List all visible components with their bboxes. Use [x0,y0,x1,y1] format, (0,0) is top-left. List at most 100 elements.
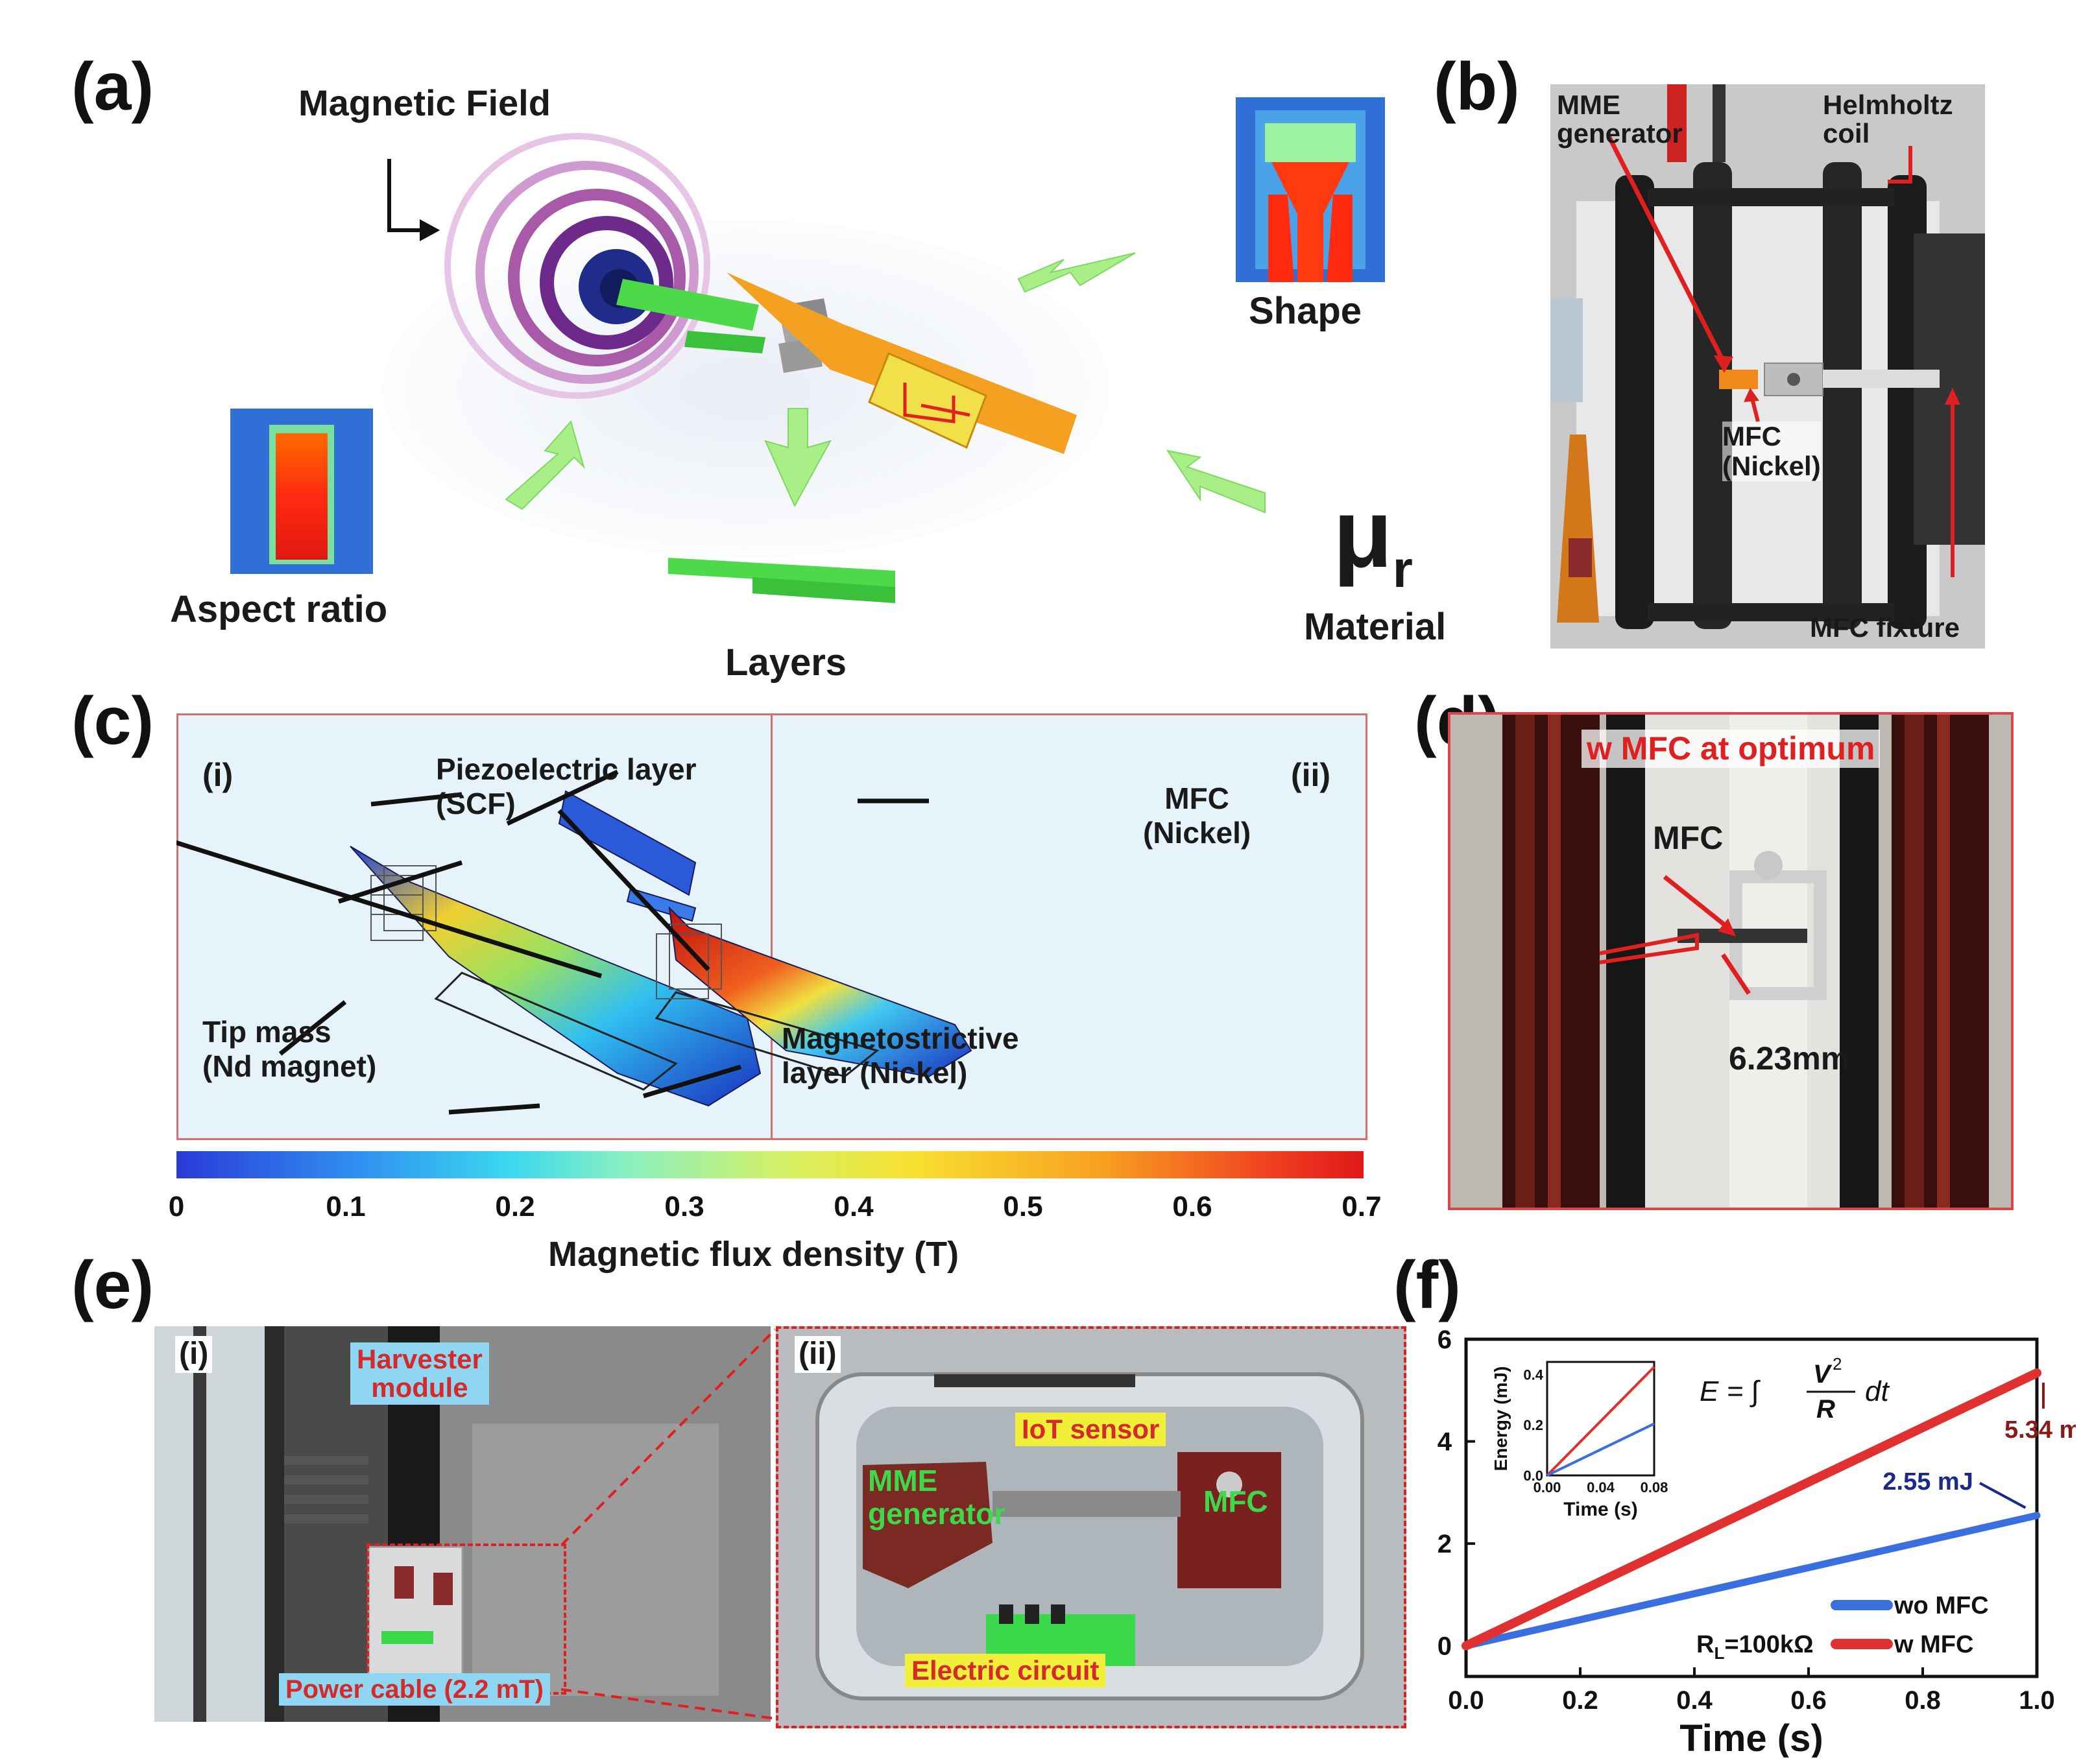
harvester-module-label: Harvester module [350,1342,489,1405]
inset-y-axis-label: Energy (mJ) [1491,1366,1511,1472]
load-resistance-label: RL=100kΩ [1696,1631,1814,1663]
green-mfc-arm [684,331,765,353]
piezo-outline-ii [655,991,880,1078]
colorbar-ticks: 0 0.1 0.2 0.3 0.4 0.5 0.6 0.7 [169,1191,1382,1222]
panel-d-photo [1448,712,2014,1210]
x-tick-label: 0.4 [1676,1686,1713,1715]
y-tick-label: 0 [1437,1632,1452,1661]
aspect-ratio-heatmap [230,409,373,574]
equation-numerator: V [1813,1360,1833,1389]
y-tick-label: 2 [1437,1530,1452,1558]
colorbar-tick: 0.7 [1341,1191,1381,1222]
colorbar [176,1151,1364,1178]
electric-circuit-label: Electric circuit [905,1654,1106,1688]
inset-y-tick-label: 0.2 [1523,1417,1543,1433]
colorbar-tick: 0 [169,1191,184,1222]
mfc-label-d: MFC [1653,820,1724,856]
panel-c-simulation [176,769,972,1115]
annotation-wo-mfc-arrow [1979,1482,2027,1509]
aspect-ratio-label: Aspect ratio [170,588,388,630]
series-line-wo-mfc [1462,1512,2041,1650]
inset-x-tick-label: 0.08 [1641,1479,1668,1496]
panel-d-title: w MFC at optimum [1582,730,1881,768]
arrow-from-shape [1017,252,1136,293]
x-axis-label: Time (s) [1679,1717,1823,1758]
material-label: Material [1304,606,1447,648]
colorbar-tick: 0.5 [1003,1191,1042,1222]
helmholtz-setup-drawing [1550,84,1985,649]
arrow-from-aspect [505,420,586,510]
colorbar-tick: 0.6 [1172,1191,1212,1222]
tip-mass-wire-i [370,865,437,941]
arrow-from-material [1166,449,1266,514]
distance-label: 6.23mm [1729,1040,1850,1077]
arrow-from-layers [764,408,832,508]
panel-e-sub-i: (i) [175,1336,213,1373]
colorbar-tick: 0.4 [834,1191,874,1222]
zoom-lines [561,1328,776,1720]
annotation-wo-mfc: 2.55 mJ [1883,1468,1973,1496]
panel-label-e: (e) [71,1248,154,1323]
colorbar-tick: 0.3 [664,1191,704,1222]
magnetic-field-label: Magnetic Field [298,82,551,123]
x-tick-label: 0.8 [1905,1686,1941,1715]
y-tick-label: 4 [1437,1428,1452,1457]
colorbar-tick: 0.2 [495,1191,535,1222]
panel-a-illustration [230,97,1385,603]
colorbar-tick: 0.1 [326,1191,365,1222]
inset-series-wo-mfc [1546,1422,1655,1477]
design-arrows [505,252,1266,514]
mfc-label-e: MFC [1203,1484,1268,1518]
equation-tail: dt [1865,1376,1890,1407]
y-tick-label: 6 [1437,1326,1452,1354]
panel-c-divider [771,713,773,1139]
panel-a-background-glow [383,220,1109,558]
panel-label-a: (a) [71,49,154,125]
series-line-w-mfc [1462,1368,2041,1651]
x-tick-label: 0.2 [1562,1686,1598,1715]
equation-exponent: 2 [1833,1354,1842,1374]
panel-label-f: (f) [1393,1248,1461,1323]
panel-c-sub-ii: (ii) [1291,757,1331,793]
shape-label: Shape [1249,290,1362,332]
equation-denominator: R [1816,1395,1835,1424]
annotation-w-mfc: 5.34 mJ [2004,1416,2076,1444]
inset-x-tick-label: 0.04 [1587,1479,1615,1496]
colorbar-label: Magnetic flux density (T) [548,1235,959,1274]
panel-a: Magnetic Field Shape Aspect ratio Layers… [0,0,1446,687]
mfc-nickel-label-b: MFC (Nickel) [1722,421,1821,482]
helmholtz-coil-label: Helmholtz coil [1823,89,1953,149]
inset-x-tick-label: 0.00 [1534,1479,1561,1496]
beam-i [350,846,762,1107]
magnetostrictive-layer-label: Magnetostrictive layer (Nickel) [782,1021,1019,1090]
mfc-nickel-label-c: MFC (Nickel) [1143,781,1251,850]
green-mfc-top [616,279,759,331]
panel-c-arrows [176,769,929,1115]
tip-mass-label: Tip mass (Nd magnet) [202,1015,377,1083]
power-cable-label: Power cable (2.2 mT) [279,1673,550,1706]
beam-ii [668,906,972,1078]
inset-y-tick-label: 0.4 [1523,1366,1543,1383]
equation-lhs: E = ∫ [1700,1376,1761,1407]
shape-heatmap [1236,97,1385,282]
field-axis-indicator [387,159,440,242]
legend-label-wo-mfc: wo MFC [1894,1592,1989,1619]
piezo-patch [868,352,987,449]
inset-series-w-mfc [1546,1366,1655,1477]
piezo-electrode [903,383,956,423]
piezo-outline-i [434,971,678,1091]
mu-symbol: μr [1333,479,1413,598]
layers-fork [668,558,895,603]
mfc-fixture-label: MFC fixture [1810,612,1960,643]
inset-y-tick-label: 0.0 [1523,1468,1543,1484]
x-tick-label: 1.0 [2019,1686,2055,1715]
harvester-zoom-box [367,1544,566,1695]
layers-label: Layers [725,641,847,684]
panel-d-annotations [1599,875,1751,995]
panel-c-sub-i: (i) [202,757,234,793]
inset-x-axis-label: Time (s) [1563,1499,1637,1520]
mme-generator-label-e: MME generator [868,1464,1006,1531]
magnetic-field-rings [444,133,710,399]
panel-label-c: (c) [71,684,154,759]
